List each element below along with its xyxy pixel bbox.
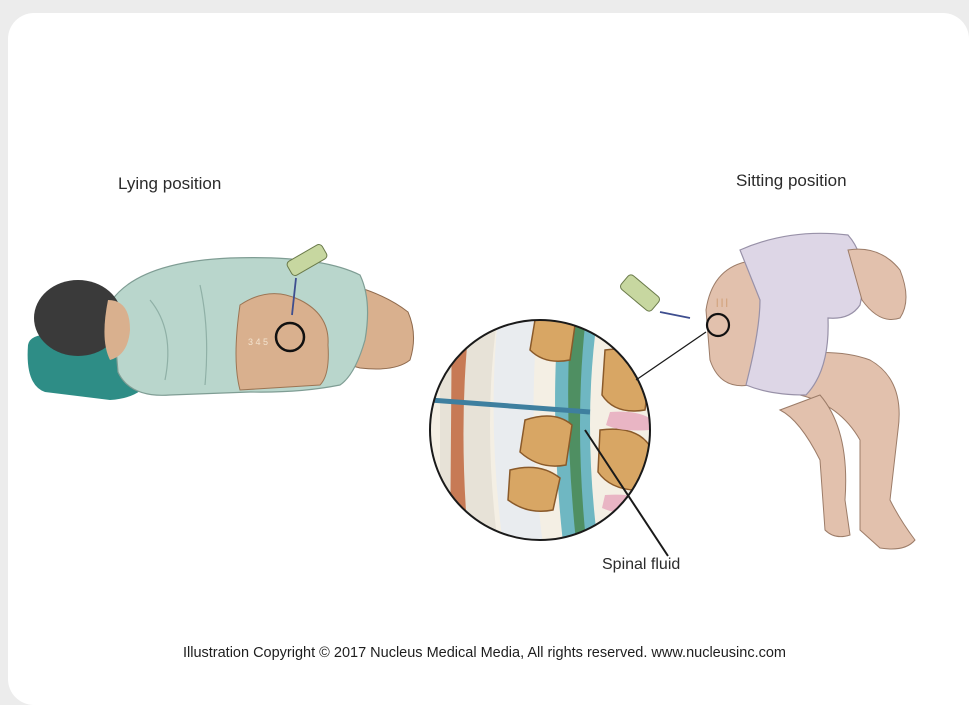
- svg-text:3 4 5: 3 4 5: [248, 337, 268, 347]
- spine-cross-section-icon: [430, 300, 706, 560]
- lying-patient-icon: 3 4 5: [28, 243, 414, 400]
- copyright-caption: Illustration Copyright © 2017 Nucleus Me…: [0, 645, 969, 661]
- sitting-position-label: Sitting position: [736, 171, 847, 191]
- syringe-icon: [619, 273, 690, 318]
- svg-text:| | |: | | |: [716, 297, 728, 307]
- spinal-fluid-label: Spinal fluid: [602, 556, 680, 574]
- lying-position-label: Lying position: [118, 174, 221, 194]
- sitting-patient-icon: | | |: [619, 233, 915, 549]
